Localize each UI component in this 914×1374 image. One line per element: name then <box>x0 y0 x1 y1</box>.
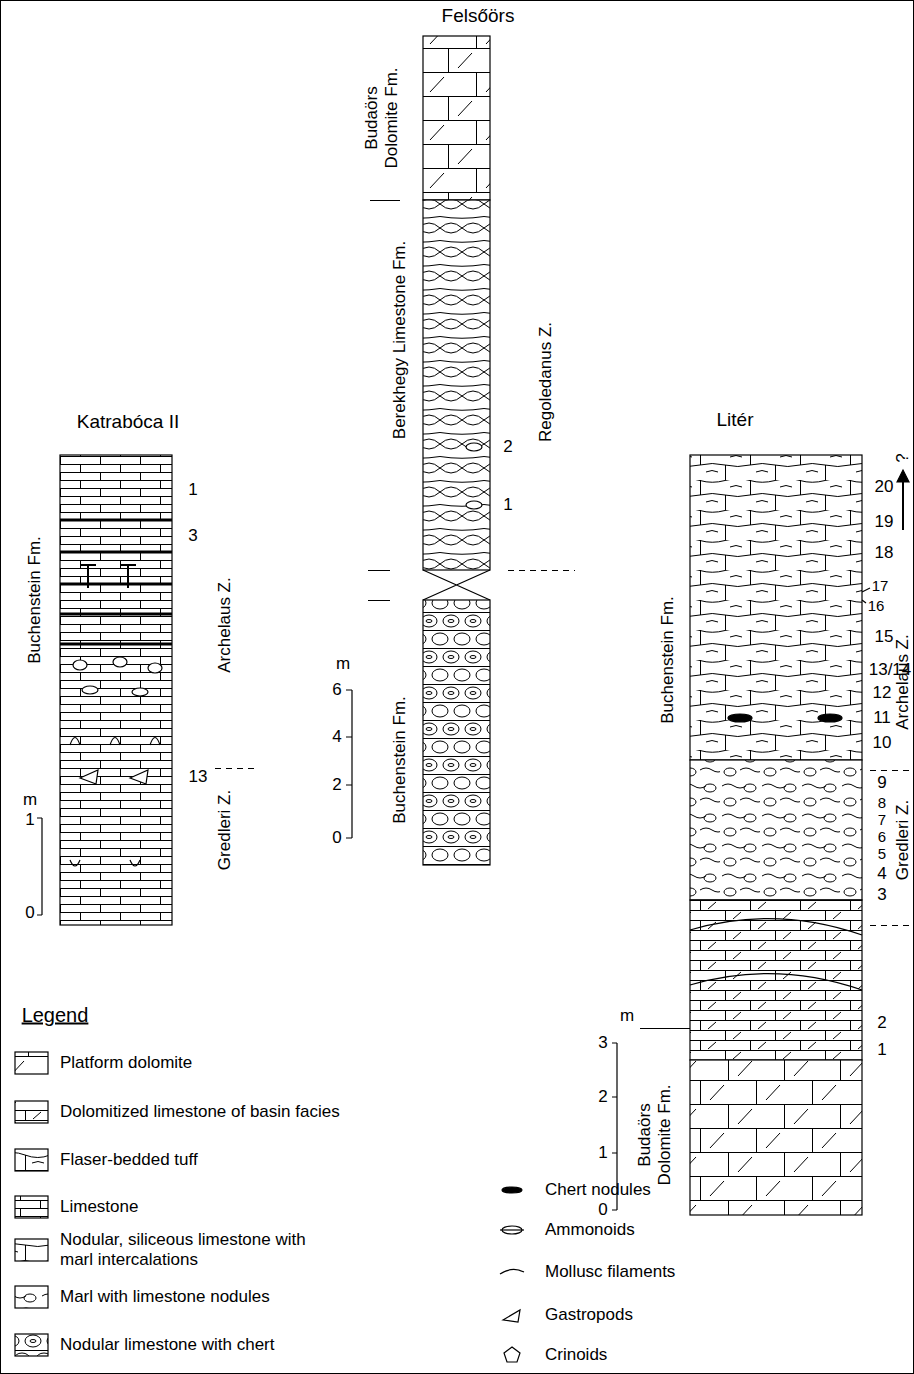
column-label: 4 <box>332 727 341 747</box>
legend-text: Nodular limestone with chert <box>60 1335 274 1355</box>
formation-label: Gredleri Z. <box>215 790 235 870</box>
column-label: 1 <box>188 480 197 500</box>
legend-text: Flaser-bedded tuff <box>60 1150 198 1170</box>
column-label: 12 <box>873 683 892 703</box>
column-label: 0 <box>332 828 341 848</box>
column-label: 9 <box>877 773 886 793</box>
column-label: 5 <box>878 845 886 862</box>
column-label: 0 <box>598 1200 607 1220</box>
legend-text: Gastropods <box>545 1305 633 1325</box>
column-label: m <box>620 1006 634 1026</box>
column-label: 6 <box>878 828 886 845</box>
column-label: m <box>336 654 350 674</box>
column-label: 7 <box>878 811 886 828</box>
column-label: 17 <box>872 577 889 594</box>
column-label: 20 <box>875 477 894 497</box>
formation-label: Gredleri Z. <box>893 800 913 880</box>
column-label: 13 <box>189 767 208 787</box>
column-label: Katrabóca II <box>77 411 179 433</box>
column-label: 18 <box>875 543 894 563</box>
formation-label: Buchenstein Fm. <box>25 536 45 664</box>
column-label: 2 <box>598 1087 607 1107</box>
column-label: m <box>23 790 37 810</box>
column-label: 16 <box>868 597 885 614</box>
column-label: 2 <box>332 775 341 795</box>
column-label: Felsőörs <box>442 5 515 27</box>
column-label: 3 <box>598 1033 607 1053</box>
formation-label: Budaörs Dolomite Fm. <box>362 58 401 178</box>
formation-label: Budaörs Dolomite Fm. <box>635 1075 674 1195</box>
column-label: Litér <box>717 409 754 431</box>
column-label: 1 <box>25 810 34 830</box>
column-label: 1 <box>503 495 512 515</box>
legend-text: Ammonoids <box>545 1220 635 1240</box>
legend-text: Dolomitized limestone of basin facies <box>60 1102 340 1122</box>
legend-text: Marl with limestone nodules <box>60 1287 270 1307</box>
column-label: 10 <box>873 733 892 753</box>
formation-label: Berekhegy Limestone Fm. <box>390 241 410 439</box>
legend-text: Nodular, siliceous limestone with marl i… <box>60 1230 320 1269</box>
column-label: 2 <box>877 1013 886 1033</box>
column-label: 19 <box>875 512 894 532</box>
column-label: 6 <box>332 680 341 700</box>
column-label: 1 <box>598 1143 607 1163</box>
legend-text: Platform dolomite <box>60 1053 192 1073</box>
column-label: 1 <box>877 1040 886 1060</box>
formation-label: Regoledanus Z. <box>536 322 556 442</box>
legend-text: Chert nodules <box>545 1180 651 1200</box>
column-label: 4 <box>877 864 886 884</box>
formation-label: Buchenstein Fm. <box>658 596 678 724</box>
legend-text: Mollusc filaments <box>545 1262 675 1282</box>
legend-text: Limestone <box>60 1197 138 1217</box>
column-label: 11 <box>873 708 891 728</box>
column-label: 2 <box>503 437 512 457</box>
formation-label: Archelaus Z. <box>215 577 235 672</box>
column-label: 0 <box>25 903 34 923</box>
column-label: 3 <box>188 526 197 546</box>
formation-label: ? <box>893 453 913 462</box>
column-label: 3 <box>877 885 886 905</box>
column-label: 15 <box>875 627 894 647</box>
legend-text: Crinoids <box>545 1345 607 1365</box>
column-label: Legend <box>22 1004 89 1027</box>
formation-label: Buchenstein Fm. <box>390 696 410 824</box>
column-label: 8 <box>878 794 886 811</box>
formation-label: Archelaus Z. <box>893 634 913 729</box>
